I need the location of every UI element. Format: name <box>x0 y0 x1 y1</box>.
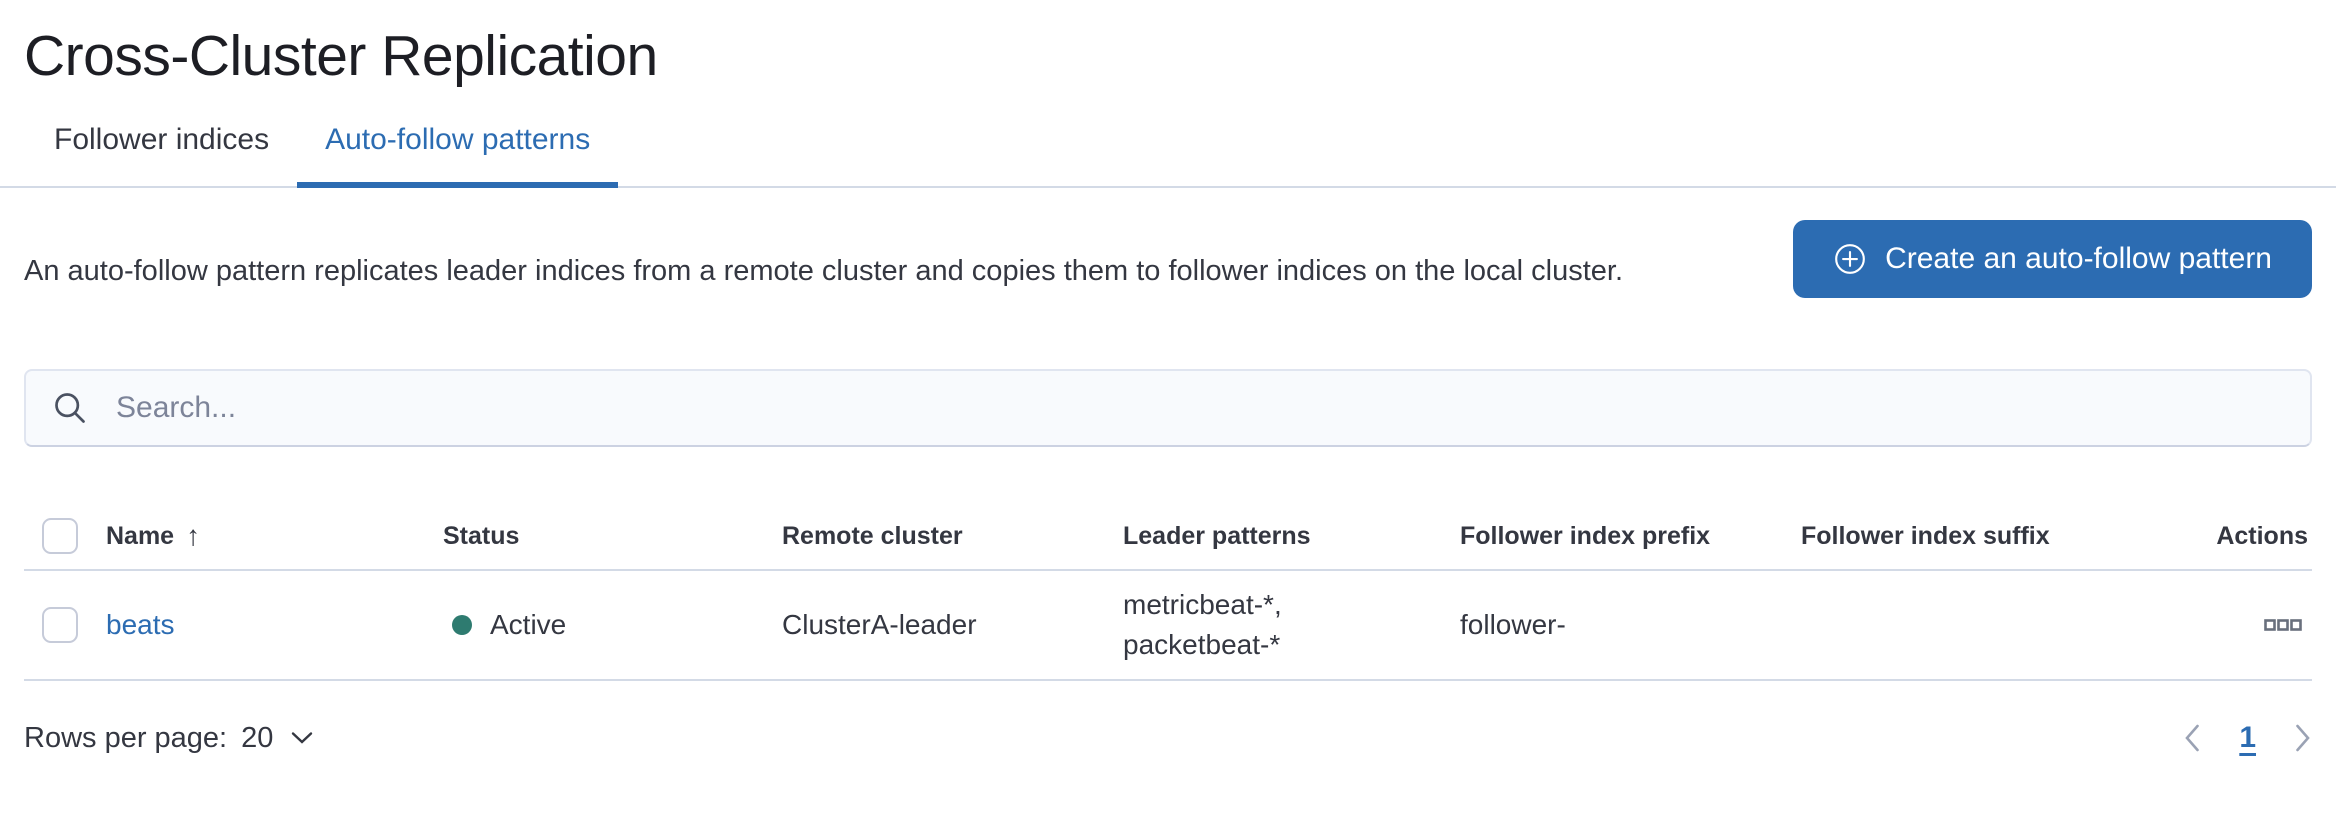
previous-page-button[interactable] <box>2183 723 2201 753</box>
status-cell: Active <box>443 609 782 641</box>
table-footer: Rows per page: 20 1 <box>24 721 2312 755</box>
create-auto-follow-pattern-button[interactable]: Create an auto-follow pattern <box>1793 220 2312 298</box>
current-page-number: 1 <box>2239 721 2256 754</box>
chevron-left-icon <box>2183 723 2201 753</box>
rows-per-page-button[interactable]: Rows per page: 20 <box>24 722 313 755</box>
chevron-down-icon <box>291 731 313 745</box>
column-header-follower-index-suffix: Follower index suffix <box>1801 521 2050 550</box>
intro-section: An auto-follow pattern replicates leader… <box>24 220 2312 323</box>
row-checkbox[interactable] <box>42 607 78 643</box>
header-checkbox-cell <box>24 518 106 554</box>
page-title: Cross-Cluster Replication <box>24 24 658 88</box>
column-header-name[interactable]: Name ↑ <box>106 520 443 552</box>
next-page-button[interactable] <box>2294 723 2312 753</box>
description-text: An auto-follow pattern replicates leader… <box>24 255 1624 287</box>
tab-follower-indices[interactable]: Follower indices <box>26 108 297 188</box>
tab-bar: Follower indices Auto-follow patterns <box>0 108 2336 188</box>
rows-per-page-label: Rows per page: <box>24 721 228 754</box>
status-badge: Active <box>443 609 782 641</box>
auto-follow-patterns-table: Name ↑ Status Remote cluster Leader patt… <box>24 503 2312 681</box>
sort-ascending-arrow-icon: ↑ <box>186 520 201 551</box>
create-button-label: Create an auto-follow pattern <box>1885 242 2272 275</box>
table-row: beats Active ClusterA-leader metricbeat-… <box>24 571 2312 681</box>
status-label: Active <box>490 609 567 640</box>
boxes-horizontal-icon <box>2264 618 2302 632</box>
column-header-actions: Actions <box>2216 521 2308 550</box>
plus-in-circle-icon <box>1833 242 1867 276</box>
table-header-row: Name ↑ Status Remote cluster Leader patt… <box>24 503 2312 571</box>
remote-cluster-cell: ClusterA-leader <box>782 609 977 640</box>
row-actions-button[interactable] <box>2258 612 2308 638</box>
leader-pattern-line: packetbeat-* <box>1123 629 1281 660</box>
column-header-name-label: Name <box>106 521 175 550</box>
row-checkbox-cell <box>24 607 106 643</box>
column-header-status: Status <box>443 521 520 550</box>
status-active-dot-icon <box>452 615 472 635</box>
leader-patterns-cell: metricbeat-*, packetbeat-* <box>1123 585 1460 665</box>
column-header-follower-index-prefix: Follower index prefix <box>1460 521 1711 550</box>
page-1-button[interactable]: 1 <box>2239 721 2256 755</box>
rows-per-page-value: 20 <box>241 721 274 754</box>
pattern-name-link[interactable]: beats <box>106 609 175 640</box>
leader-pattern-line: metricbeat-*, <box>1123 589 1282 620</box>
tab-auto-follow-patterns[interactable]: Auto-follow patterns <box>297 108 619 188</box>
column-header-leader-patterns: Leader patterns <box>1123 521 1311 550</box>
column-header-remote-cluster: Remote cluster <box>782 521 963 550</box>
pagination: 1 <box>2183 721 2312 755</box>
actions-cell <box>2141 612 2312 638</box>
search-input[interactable] <box>114 390 2284 426</box>
follower-index-prefix-cell: follower- <box>1460 609 1566 640</box>
search-icon <box>52 390 88 426</box>
select-all-checkbox[interactable] <box>42 518 78 554</box>
search-bar <box>24 369 2312 447</box>
name-cell: beats <box>106 609 443 641</box>
chevron-right-icon <box>2294 723 2312 753</box>
